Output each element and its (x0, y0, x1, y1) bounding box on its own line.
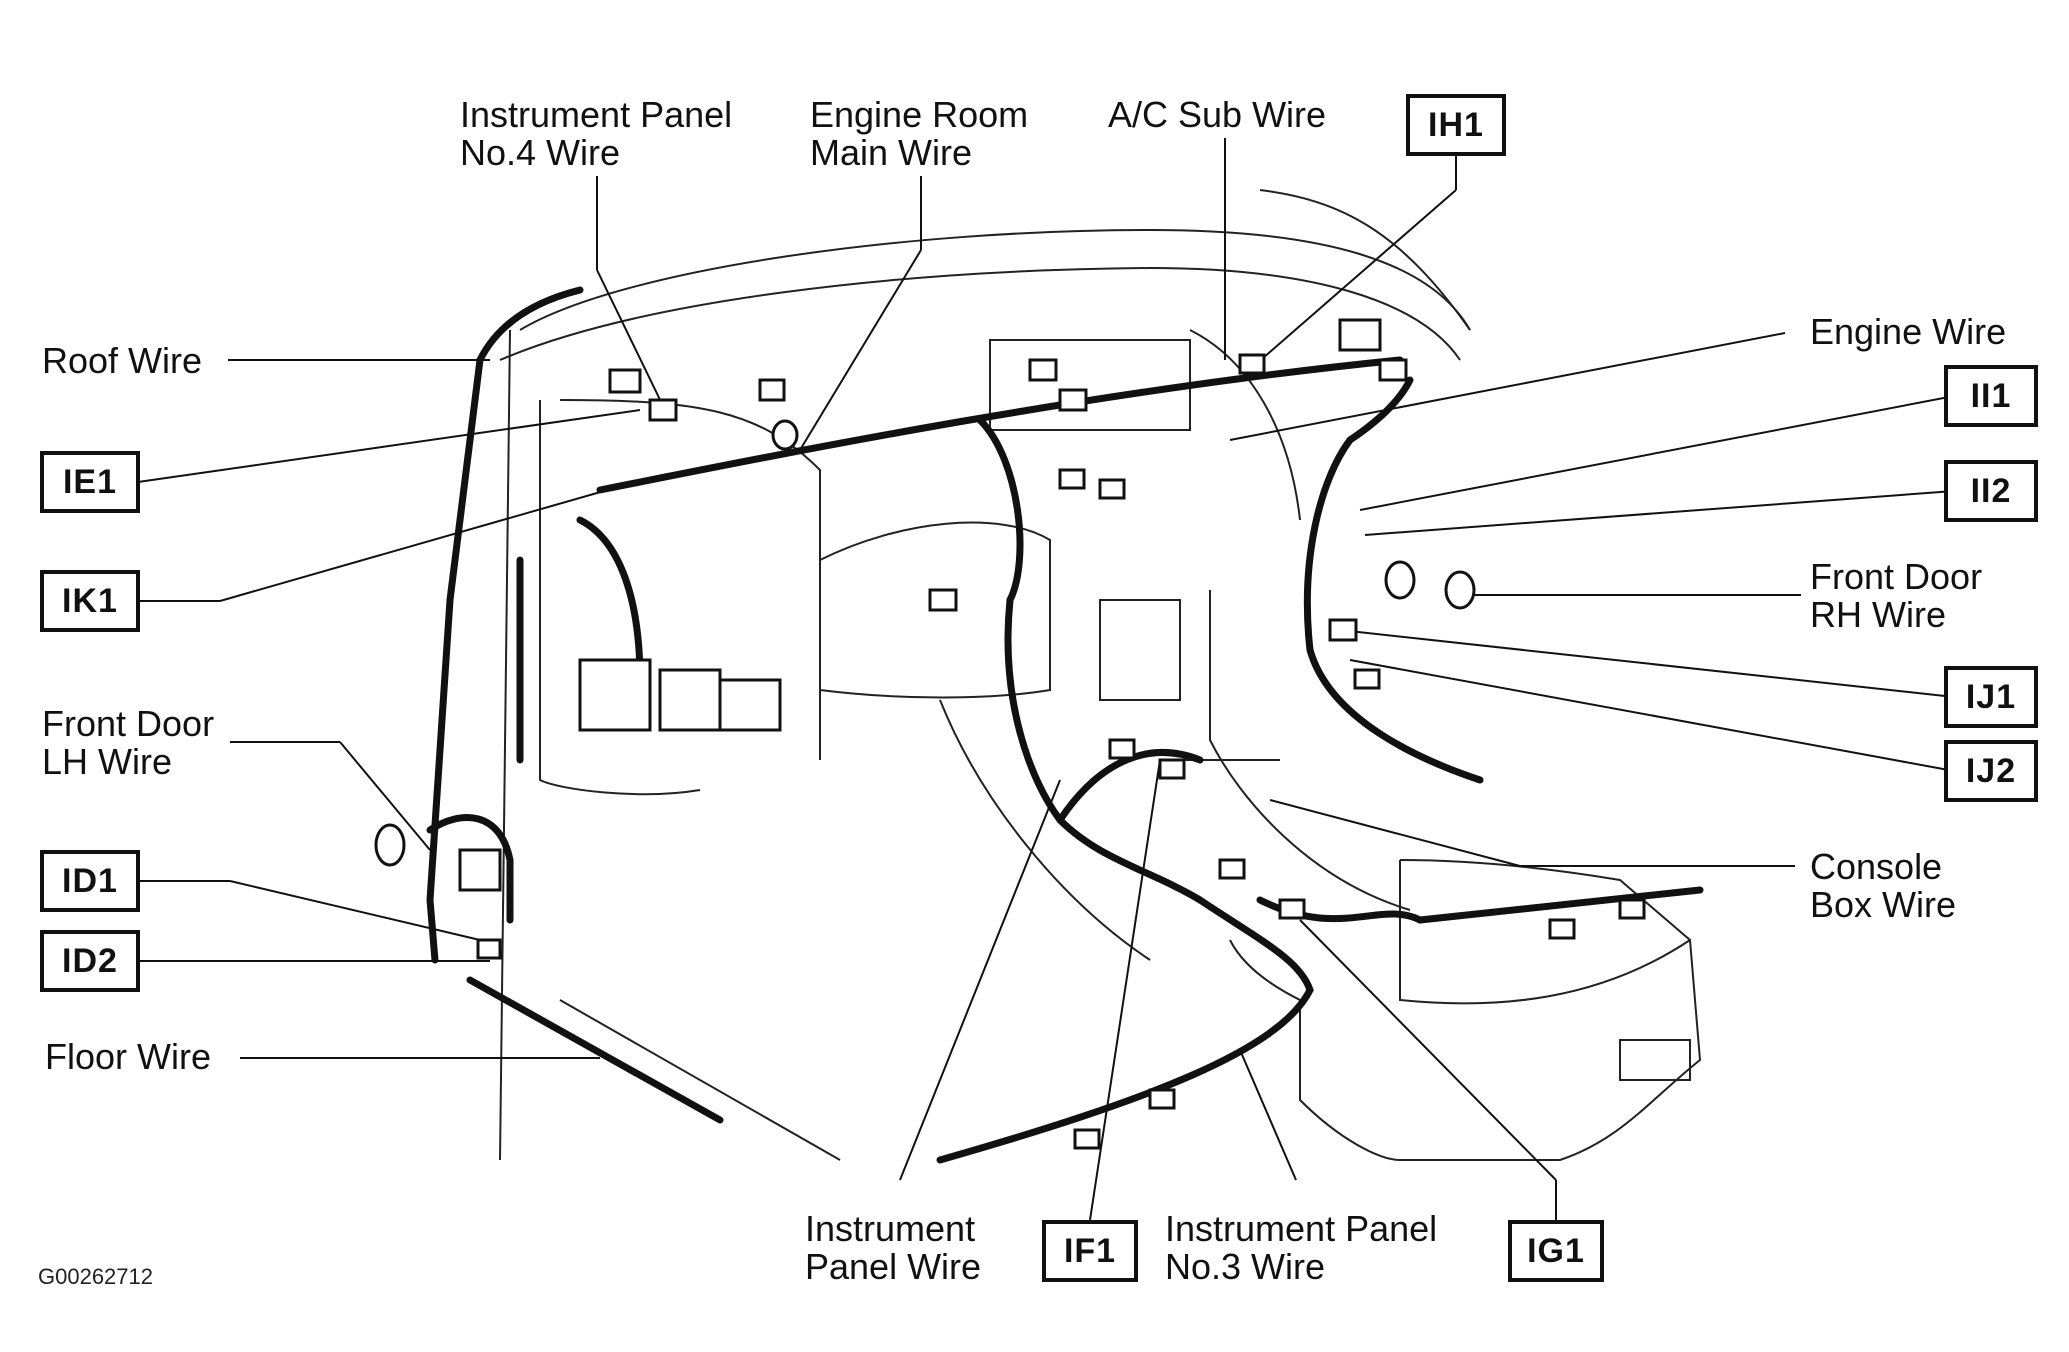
label-instrument-panel-wire: Instrument Panel Wire (805, 1208, 982, 1287)
connector-ik1-box: IK1 (40, 570, 140, 632)
label-console-box-wire: Console Box Wire (1810, 846, 1957, 925)
connector-id1-box: ID1 (40, 850, 140, 912)
label-engine-room-main-wire: Engine Room Main Wire (810, 94, 1029, 173)
connector-ig1-box: IG1 (1508, 1220, 1604, 1282)
label-instrument-panel-no4-wire: Instrument Panel No.4 Wire (460, 94, 733, 173)
connector-ij2-box: IJ2 (1944, 740, 2038, 802)
figure-code: G00262712 (38, 1264, 153, 1289)
label-instrument-panel-no3-wire: Instrument Panel No.3 Wire (1165, 1208, 1438, 1287)
connector-ih1-box: IH1 (1406, 94, 1506, 156)
label-floor-wire: Floor Wire (45, 1036, 212, 1077)
label-roof-wire: Roof Wire (42, 340, 203, 381)
label-front-door-rh-wire: Front Door RH Wire (1810, 556, 1983, 635)
label-ac-sub-wire: A/C Sub Wire (1108, 94, 1327, 135)
label-front-door-lh-wire: Front Door LH Wire (42, 703, 215, 782)
connector-ie1-box: IE1 (40, 451, 140, 513)
connector-ii2-box: II2 (1944, 460, 2038, 522)
connector-ij1-box: IJ1 (1944, 666, 2038, 728)
connector-if1-box: IF1 (1042, 1220, 1138, 1282)
connector-id2-box: ID2 (40, 930, 140, 992)
connector-ii1-box: II1 (1944, 365, 2038, 427)
label-engine-wire: Engine Wire (1810, 311, 2007, 352)
